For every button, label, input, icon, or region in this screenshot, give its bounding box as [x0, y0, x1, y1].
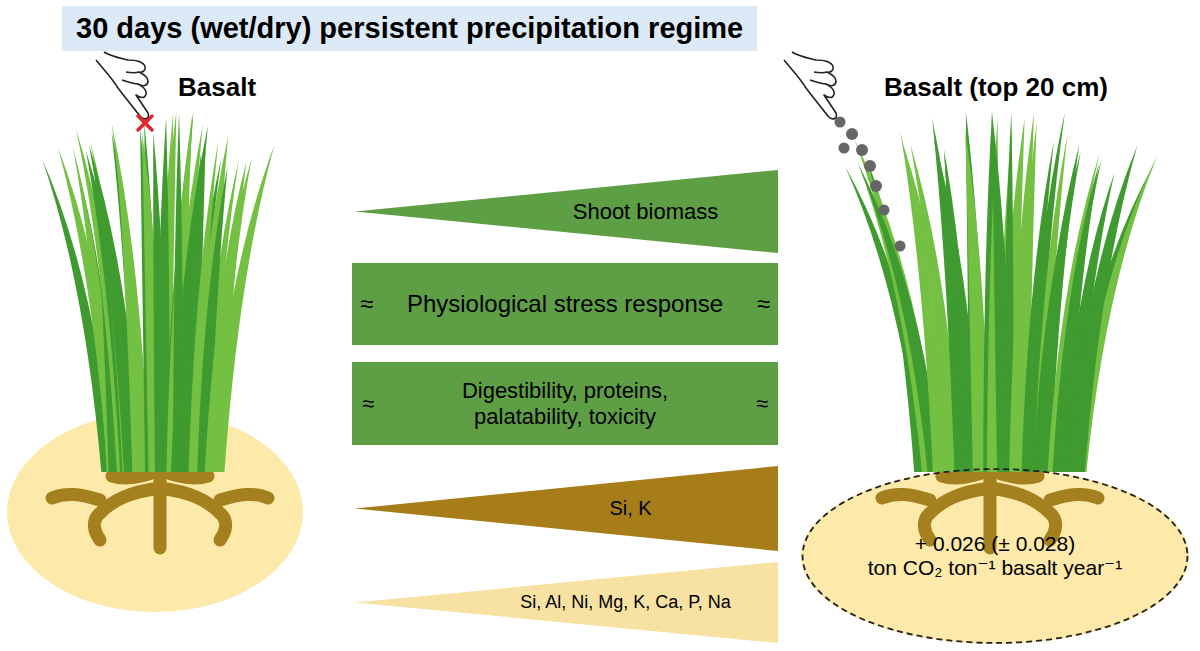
node-content: ≈ Physiological stress response ≈ — [352, 263, 778, 345]
node-text: Si, K — [609, 497, 651, 520]
wedge-fill — [355, 562, 778, 643]
hand — [96, 52, 148, 119]
roots — [52, 470, 268, 548]
node-content: Si, K — [355, 466, 778, 551]
basalt-grains — [835, 117, 906, 252]
trend-wedge: Shoot biomass — [355, 170, 778, 253]
approx-sign: ≈ — [756, 391, 768, 416]
wedge-fill — [355, 466, 778, 551]
soil — [801, 468, 1189, 644]
node-text: Shoot biomass — [573, 199, 719, 224]
grass — [42, 112, 274, 472]
approx-sign: ≈ — [360, 290, 373, 318]
node-content: ≈ Digestibility, proteins, palatability, … — [352, 362, 778, 445]
hand — [784, 52, 836, 119]
node-text: + 0.026 (± 0.028) — [915, 532, 1075, 556]
node-content: Si, Al, Ni, Mg, K, Ca, P, Na — [355, 562, 778, 643]
grass-blade — [211, 145, 275, 472]
grass — [845, 112, 1158, 472]
material-label: Basalt — [178, 72, 256, 103]
approx-sign: ≈ — [362, 391, 374, 416]
cross-mark — [138, 116, 152, 130]
node-content: Shoot biomass — [355, 170, 778, 253]
material-label: Basalt (top 20 cm) — [884, 72, 1108, 103]
wedge-fill — [355, 170, 778, 253]
wedge-shape — [355, 466, 778, 551]
node-content: + 0.026 (± 0.028)ton CO₂ ton⁻¹ basalt ye… — [801, 468, 1189, 644]
node-text: Digestibility, proteins, palatability, t… — [420, 378, 710, 429]
grass-blade — [992, 112, 1013, 472]
node-text: Si, Al, Ni, Mg, K, Ca, P, Na — [520, 592, 731, 613]
trend-band: ≈ Physiological stress response ≈ — [352, 263, 778, 345]
title-banner: 30 days (wet/dry) persistent precipitati… — [62, 6, 757, 51]
node-text: Physiological stress response — [407, 290, 723, 318]
node-text: ton CO₂ ton⁻¹ basalt year⁻¹ — [868, 556, 1122, 580]
grass-blade — [1068, 145, 1138, 472]
soil-layer: + 0.026 (± 0.028)ton CO₂ ton⁻¹ basalt ye… — [801, 468, 1189, 644]
trend-band: ≈ Digestibility, proteins, palatability, … — [352, 362, 778, 445]
approx-sign: ≈ — [757, 290, 770, 318]
trend-wedge: Si, Al, Ni, Mg, K, Ca, P, Na — [355, 562, 778, 643]
soil-outline — [803, 469, 1188, 643]
trend-wedge: Si, K — [355, 466, 778, 551]
